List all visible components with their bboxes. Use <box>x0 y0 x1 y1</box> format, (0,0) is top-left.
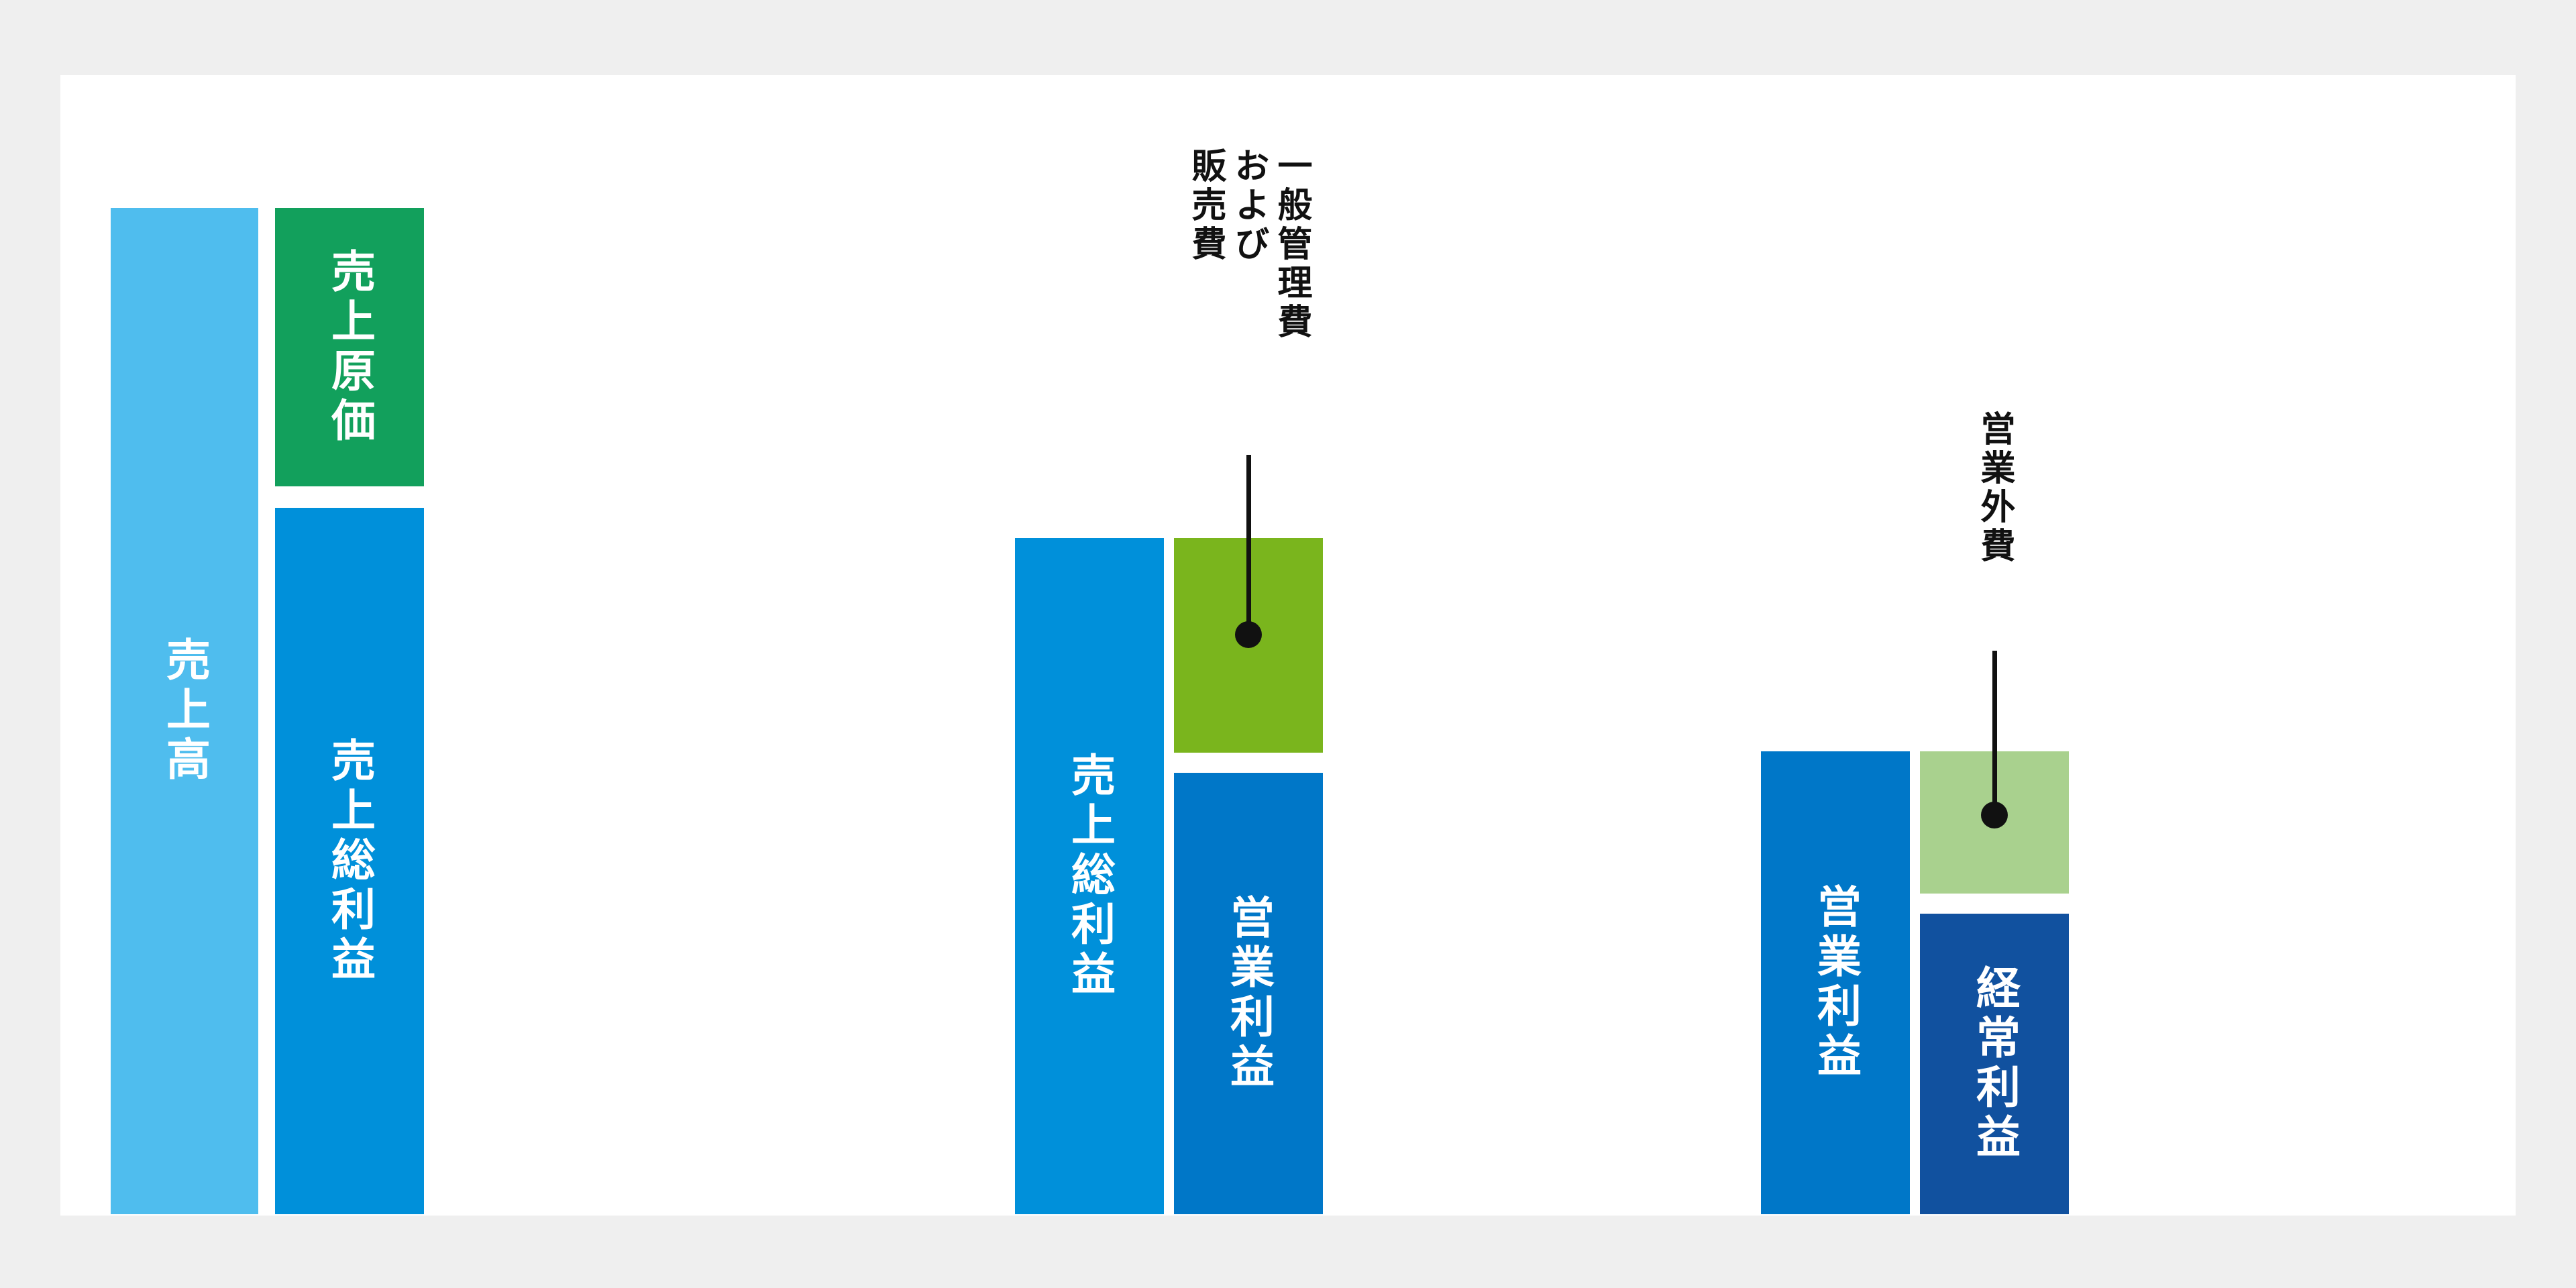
bar-ordinary-income[interactable]: 経常利益 <box>1920 914 2069 1214</box>
bar-label-operating-income-source: 営業利益 <box>1810 883 1862 1082</box>
callout-dot-sga <box>1235 621 1262 648</box>
bar-gross-profit-source[interactable]: 売上総利益 <box>1015 538 1164 1214</box>
callout-column-nonop-1: 営業外費 <box>1974 411 2015 566</box>
bar-operating-income-source[interactable]: 営業利益 <box>1761 751 1910 1214</box>
bar-cost-of-goods-sold[interactable]: 売上原価 <box>275 208 424 486</box>
bar-label-cost-of-goods-sold: 売上原価 <box>324 248 376 447</box>
bar-label-ordinary-income: 経常利益 <box>1969 965 2021 1163</box>
callout-column-sga-1: 一般管理費 <box>1271 148 1311 342</box>
callout-leader-line-sga <box>1246 455 1251 635</box>
callout-text-non-operating-expenses: 営業外費 <box>1793 411 2196 639</box>
callout-text-sga-expenses: 一般管理費 および 販売費 <box>1047 148 1450 443</box>
bar-gross-profit[interactable]: 売上総利益 <box>275 508 424 1214</box>
bar-label-gross-profit-source: 売上総利益 <box>1064 752 1116 1000</box>
callout-column-sga-2: および <box>1228 148 1269 264</box>
callout-dot-nonop <box>1981 802 2008 829</box>
callout-leader-line-nonop <box>1992 651 1997 816</box>
chart-card: 売上高 売上原価 売上総利益 売上総利益 営業利益 一般管理費 および <box>60 75 2516 1216</box>
bar-net-sales[interactable]: 売上高 <box>111 208 258 1214</box>
callout-column-sga-3: 販売費 <box>1185 148 1226 264</box>
waterfall-chart: 売上高 売上原価 売上総利益 売上総利益 営業利益 一般管理費 および <box>60 75 2516 1216</box>
bar-operating-income[interactable]: 営業利益 <box>1174 773 1323 1214</box>
bar-label-operating-income: 営業利益 <box>1223 894 1275 1093</box>
bar-label-gross-profit: 売上総利益 <box>324 737 376 985</box>
bar-label-net-sales: 売上高 <box>159 637 211 786</box>
